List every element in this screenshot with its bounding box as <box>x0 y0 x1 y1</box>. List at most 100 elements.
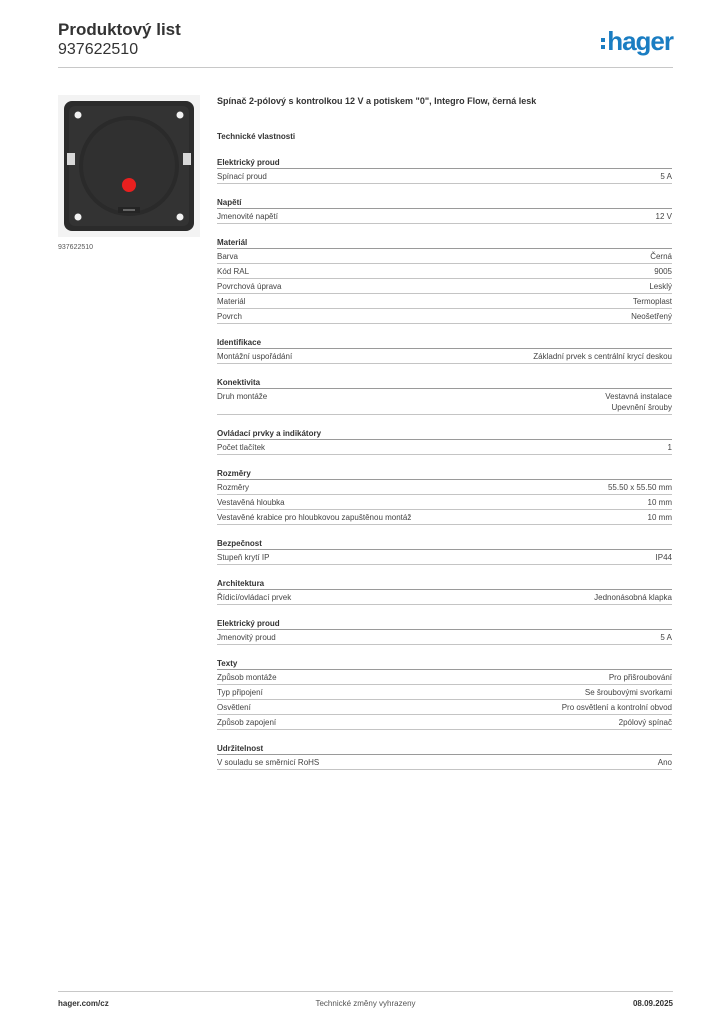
footer-website[interactable]: hager.com/cz <box>58 999 109 1008</box>
property-value: Pro osvětlení a kontrolní obvod <box>562 702 672 713</box>
footer-disclaimer: Technické změny vyhrazeny <box>315 999 416 1008</box>
footer-date: 08.09.2025 <box>632 999 673 1008</box>
page-header: Produktový list 937622510 hager <box>58 20 674 70</box>
property-value-line: Základní prvek s centrální krycí deskou <box>533 352 672 361</box>
section-title: Napětí <box>217 196 672 209</box>
property-row: Rozměry 55.50 x 55.50 mm <box>217 480 672 495</box>
logo-text: hager <box>607 26 674 56</box>
property-row: Montážní uspořádání Základní prvek s cent… <box>217 349 672 364</box>
property-label: Montážní uspořádání <box>217 352 293 361</box>
product-image <box>58 95 200 237</box>
property-value-line: 5 A <box>660 172 672 181</box>
property-value-line: 55.50 x 55.50 mm <box>607 483 672 492</box>
property-row: Řídicí/ovládací prvek Jednonásobná klapka <box>217 590 672 605</box>
image-caption: 937622510 <box>58 244 94 251</box>
property-row: Jmenovité napětí 12 V <box>217 209 672 224</box>
property-label: Spínací proud <box>217 172 267 181</box>
property-value-line: Pro přišroubování <box>608 673 672 682</box>
property-label: Osvětlení <box>217 703 251 712</box>
property-value: Černá <box>650 251 672 262</box>
property-value-line: IP44 <box>655 553 672 562</box>
property-label: Vestavěná hloubka <box>217 498 285 507</box>
property-value: Jednonásobná klapka <box>594 592 672 603</box>
property-label: Povrch <box>217 312 242 321</box>
property-label: Rozměry <box>217 483 250 492</box>
property-label: Řídicí/ovládací prvek <box>217 593 292 602</box>
property-label: Způsob zapojení <box>217 718 277 727</box>
property-value: IP44 <box>656 552 672 563</box>
property-value: 5 A <box>660 632 672 643</box>
section-title: Materiál <box>217 236 672 249</box>
section-title: Bezpečnost <box>217 537 672 550</box>
property-label: Barva <box>217 252 238 261</box>
property-row: Počet tlačítek 1 <box>217 440 672 455</box>
property-value-line: Upevnění šrouby <box>611 403 672 412</box>
property-value-line: 9005 <box>654 267 672 276</box>
property-row: Povrch Neošetřený <box>217 309 672 324</box>
property-label: Vestavěné krabice pro hloubkovou zapuště… <box>217 513 412 522</box>
property-value: 10 mm <box>648 497 672 508</box>
property-value: Základní prvek s centrální krycí deskou <box>533 351 672 362</box>
property-row: Vestavěná hloubka 10 mm <box>217 495 672 510</box>
section-title: Elektrický proud <box>217 617 672 630</box>
property-label: Jmenovité napětí <box>217 212 278 221</box>
product-description: Spínač 2-pólový s kontrolkou 12 V a poti… <box>217 96 537 106</box>
property-row: Způsob zapojení 2pólový spínač <box>217 715 672 730</box>
property-value: Lesklý <box>649 281 672 292</box>
property-value: Neošetřený <box>631 311 672 322</box>
product-details: Spínač 2-pólový s kontrolkou 12 V a poti… <box>217 94 672 770</box>
property-value: Termoplast <box>633 296 672 307</box>
property-label: Povrchová úprava <box>217 282 282 291</box>
property-label: V souladu se směrnicí RoHS <box>217 758 320 767</box>
switch-illustration <box>64 101 194 231</box>
property-value-line: Termoplast <box>632 297 672 306</box>
section-title: Konektivita <box>217 376 672 389</box>
property-value-line: 1 <box>667 443 672 452</box>
hager-logo: hager <box>601 26 674 56</box>
document-title: Produktový list <box>58 20 181 39</box>
property-value-line: 10 mm <box>647 513 672 522</box>
property-value: 10 mm <box>648 512 672 523</box>
property-label: Kód RAL <box>217 267 250 276</box>
property-value-line: Se šroubovými svorkami <box>584 688 672 697</box>
property-row: Barva Černá <box>217 249 672 264</box>
section-title: Texty <box>217 657 672 670</box>
property-value: Se šroubovými svorkami <box>585 687 672 698</box>
section-title: Identifikace <box>217 336 672 349</box>
section-title: Ovládací prvky a indikátory <box>217 427 672 440</box>
property-value-line: Černá <box>650 252 672 261</box>
property-row: Spínací proud 5 A <box>217 169 672 184</box>
section-title: Elektrický proud <box>217 156 672 169</box>
property-label: Druh montáže <box>217 392 268 401</box>
property-value-line: Jednonásobná klapka <box>594 593 672 602</box>
property-value: 2pólový spínač <box>619 717 672 728</box>
section-title: Architektura <box>217 577 672 590</box>
section-title: Rozměry <box>217 467 672 480</box>
property-row: Osvětlení Pro osvětlení a kontrolní obvod <box>217 700 672 715</box>
property-value-line: Lesklý <box>649 282 672 291</box>
property-value: 12 V <box>656 211 672 222</box>
property-value-line: 5 A <box>660 633 672 642</box>
property-value-line: Neošetřený <box>631 312 672 321</box>
property-value: 55.50 x 55.50 mm <box>608 482 672 493</box>
property-label: Počet tlačítek <box>217 443 266 452</box>
property-value: 9005 <box>654 266 672 277</box>
technical-properties-heading: Technické vlastnosti <box>217 132 296 141</box>
